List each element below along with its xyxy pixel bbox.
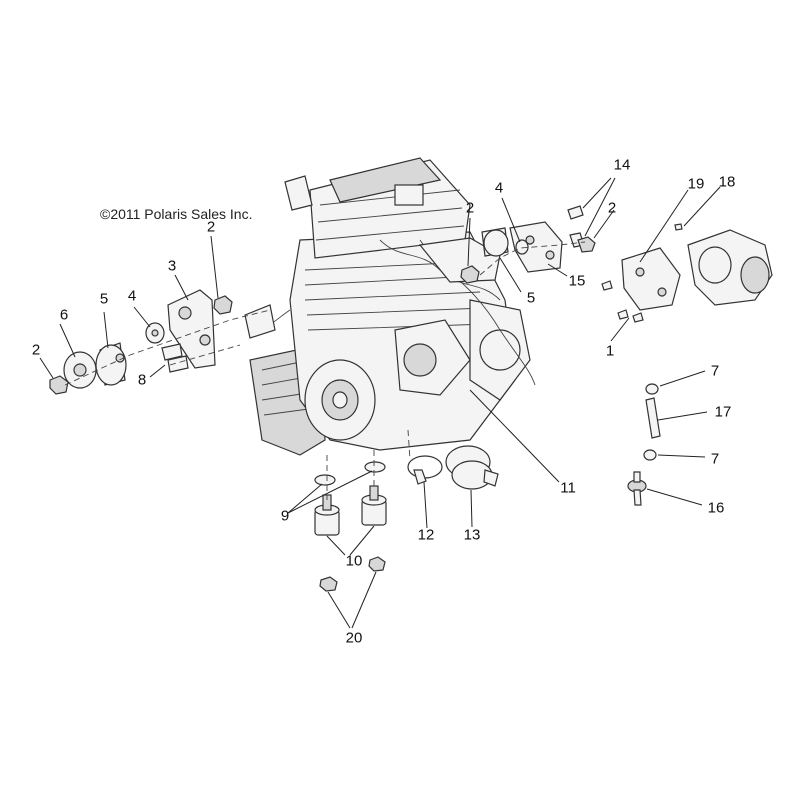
callout-2: 2	[465, 199, 475, 217]
callout-14: 14	[613, 156, 631, 174]
callout-6: 6	[59, 306, 69, 324]
engine-assembly	[244, 157, 536, 456]
callout-5: 5	[99, 290, 109, 308]
callout-3: 3	[167, 257, 177, 275]
top-right-mount-group	[460, 205, 596, 284]
callout-8: 8	[137, 371, 147, 389]
callout-20: 20	[345, 629, 363, 647]
callout-5: 5	[526, 289, 536, 307]
callout-12: 12	[417, 526, 435, 544]
callout-19: 19	[687, 175, 705, 193]
callout-2: 2	[607, 199, 617, 217]
callout-13: 13	[463, 526, 481, 544]
callout-7: 7	[710, 450, 720, 468]
callout-1: 1	[605, 342, 615, 360]
callout-17: 17	[714, 403, 732, 421]
callout-2: 2	[31, 341, 41, 359]
leader-lines	[39, 177, 721, 629]
callout-2: 2	[206, 218, 216, 236]
callout-4: 4	[127, 287, 137, 305]
pin-group	[627, 383, 661, 506]
left-mount-group	[49, 289, 271, 395]
callout-10: 10	[345, 552, 363, 570]
callout-9: 9	[280, 507, 290, 525]
callout-11: 11	[560, 479, 576, 497]
callout-4: 4	[494, 179, 504, 197]
callout-16: 16	[707, 499, 725, 517]
callout-15: 15	[568, 272, 586, 290]
callout-7: 7	[710, 362, 720, 380]
copyright-notice: ©2011 Polaris Sales Inc.	[100, 206, 253, 222]
throttle-body-group	[601, 223, 773, 323]
lower-mount-group	[314, 429, 499, 592]
callout-18: 18	[718, 173, 736, 191]
